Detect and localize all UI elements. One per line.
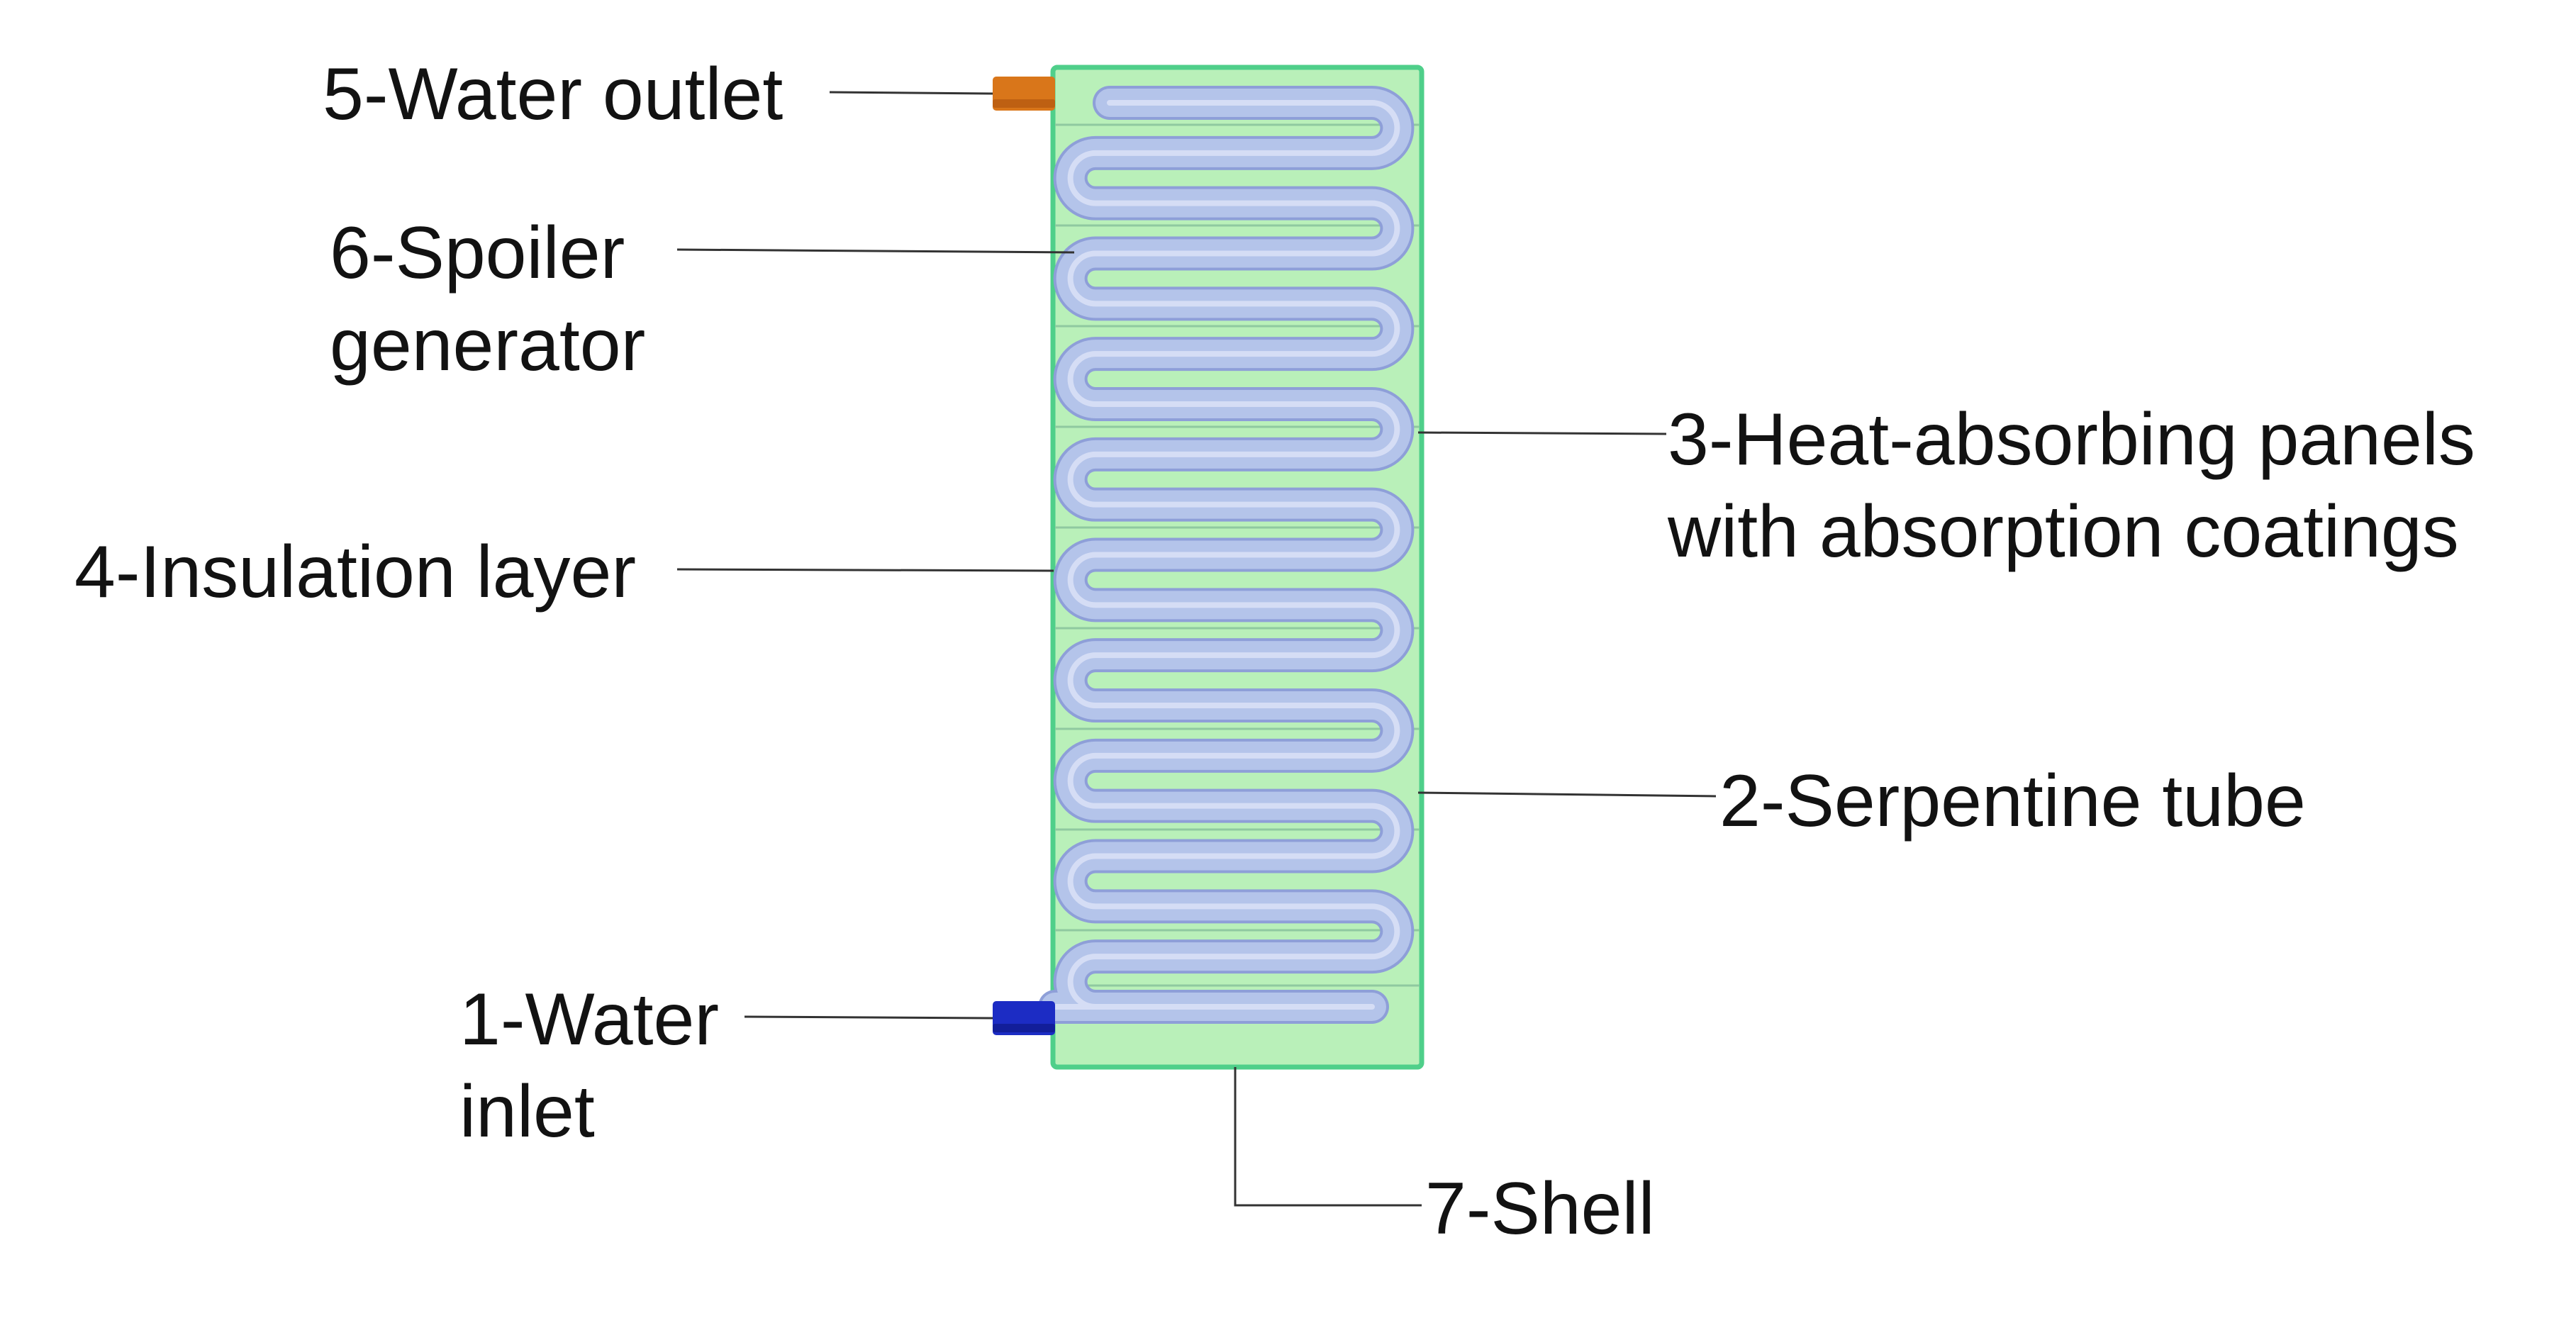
label-heat-absorbing-panels: 3-Heat-absorbing panels with absorption … [1668,393,2475,578]
water-outlet-pipe-shade [993,99,1055,108]
label-insulation-layer-line1: 4-Insulation layer [74,531,636,613]
serpentine-tube-highlight [1052,100,1400,1010]
water-inlet-pipe-shade [993,1024,1055,1032]
label-spoiler-generator-line2: generator [330,304,646,386]
label-insulation-layer: 4-Insulation layer [74,526,636,618]
label-water-outlet: 5-Water outlet [323,48,783,140]
label-serpentine-tube-line1: 2-Serpentine tube [1719,760,2306,842]
label-water-inlet-line2: inlet [459,1071,595,1153]
panel-dividers [1055,123,1420,987]
leader-line-heat-absorbing-panels [1417,431,1667,435]
label-shell: 7-Shell [1425,1163,1655,1255]
label-water-inlet-line1: 1-Water [459,978,719,1061]
label-water-inlet: 1-Water inlet [459,973,719,1158]
label-spoiler-generator: 6-Spoiler generator [330,207,645,391]
leader-line-insulation-layer [676,568,1054,572]
leader-line-water-outlet [829,91,993,95]
label-serpentine-tube: 2-Serpentine tube [1719,755,2306,847]
label-spoiler-generator-line1: 6-Spoiler [330,212,625,294]
leader-line-spoiler-generator [676,248,1075,254]
leader-line-shell [1234,1067,1422,1207]
leader-lines [676,91,1717,1207]
leader-line-water-inlet [744,1015,993,1020]
collector-body [993,65,1424,1070]
label-water-outlet-line1: 5-Water outlet [323,53,784,135]
label-heat-absorbing-panels-line1: 3-Heat-absorbing panels [1668,398,2475,481]
label-heat-absorbing-panels-line2: with absorption coatings [1668,491,2459,573]
leader-line-serpentine-tube [1417,791,1717,798]
label-shell-line1: 7-Shell [1425,1168,1655,1250]
